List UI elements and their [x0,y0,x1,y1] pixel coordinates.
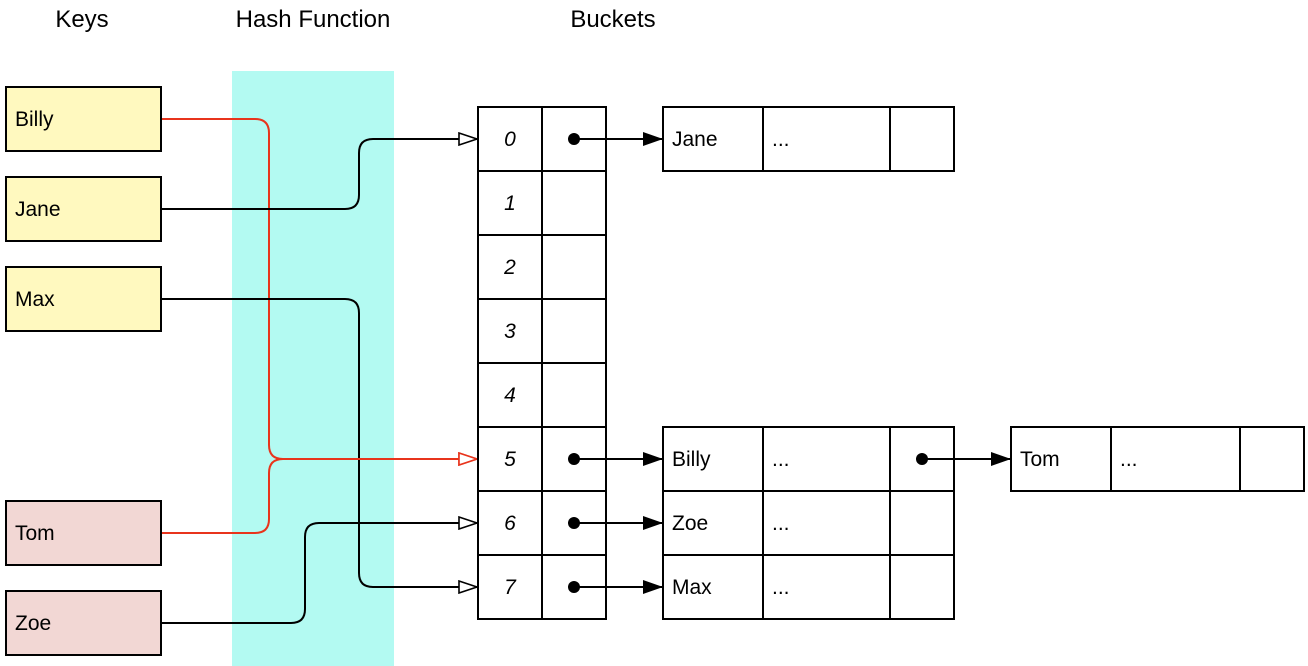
entry-value: ... [772,512,790,535]
bucket-index: 2 [503,256,516,279]
bucket-index-cell [477,298,543,364]
bucket-index-cell [477,170,543,236]
entry-value: ... [772,448,790,471]
hash-wire-max [161,298,478,587]
entry-node-zoe: Zoe... [568,490,955,556]
bucket-row-3: 3 [477,298,607,364]
entry-node-jane: Jane... [568,106,955,172]
key-label: Jane [15,198,61,221]
bucket-row-1: 1 [477,170,607,236]
entry-node-max: Max... [568,554,955,620]
chained-entry-tom: Tom... [1010,426,1305,492]
hash-wire-billy [161,118,478,459]
key-label: Billy [15,108,54,131]
bucket-index: 6 [504,512,516,535]
buckets-header: Buckets [570,6,655,33]
entry-key: Zoe [672,512,708,535]
hash-function-band [232,71,394,666]
bucket-row-4: 4 [477,362,607,428]
key-box-max: Max [5,266,162,332]
bucket-index-cell [477,554,543,620]
hash-function-header: Hash Function [236,6,391,33]
key-box-billy: Billy [5,86,162,152]
hash-mapping-wires [161,118,478,624]
key-label: Max [15,288,55,311]
entry-value: ... [772,576,790,599]
chained-entry-key: Tom [1020,448,1060,471]
entry-node-billy: Billy... [568,426,1011,492]
bucket-index: 4 [504,384,516,407]
entry-value: ... [772,128,790,151]
hash-wire-tom [161,459,478,534]
key-box-jane: Jane [5,176,162,242]
bucket-index: 5 [504,448,516,471]
bucket-index-cell [477,426,543,492]
keys-header: Keys [55,6,108,33]
key-box-zoe: Zoe [5,590,162,656]
bucket-index: 0 [504,128,516,151]
key-label: Zoe [15,612,51,635]
key-label: Tom [15,522,55,545]
hash-wire-jane [161,139,478,210]
bucket-index: 3 [504,320,516,343]
chained-entry-value: ... [1120,448,1138,471]
entry-key: Max [672,576,712,599]
bucket-row-6: 6 [477,490,607,556]
key-box-tom: Tom [5,500,162,566]
bucket-pointer-cell [541,298,607,364]
entry-key: Billy [672,448,711,471]
bucket-index: 7 [504,576,517,599]
bucket-row-2: 2 [477,234,607,300]
entry-key: Jane [672,128,718,151]
bucket-pointer-cell [541,362,607,428]
buckets-array: 0 1 2 3 4 5 6 7 [477,106,607,620]
bucket-index: 1 [504,192,516,215]
hash-wire-zoe [161,523,478,624]
bucket-pointer-cell [541,234,607,300]
bucket-entries: Jane...Billy...Zoe...Max...Tom... [568,106,1305,620]
bucket-pointer-cell [541,170,607,236]
